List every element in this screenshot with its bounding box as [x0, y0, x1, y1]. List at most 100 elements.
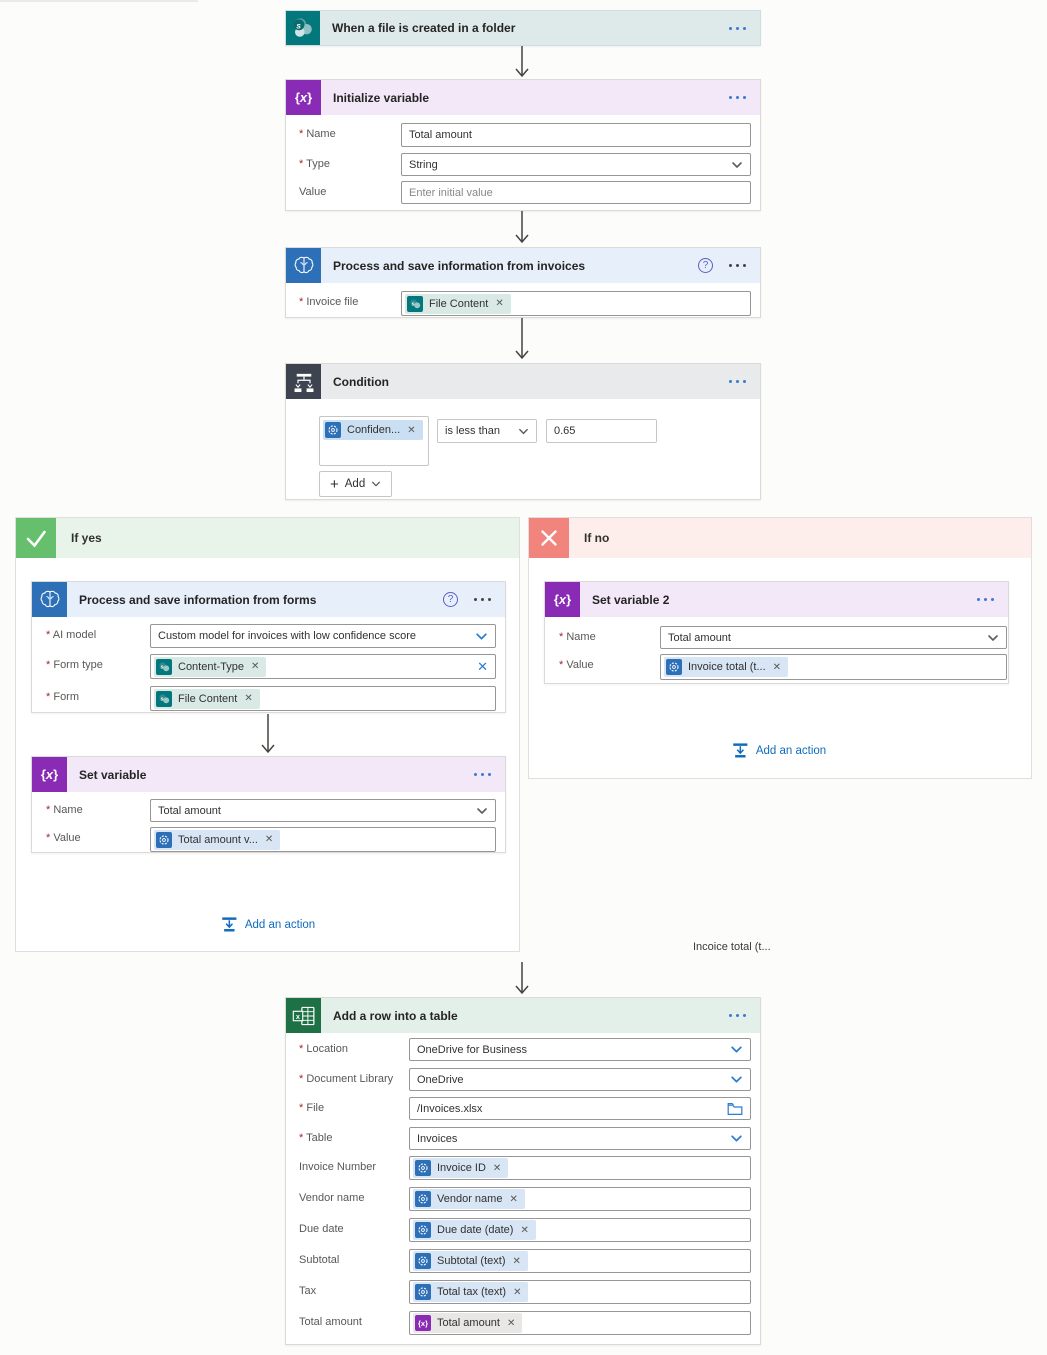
remove-token-icon[interactable]: ✕ [264, 834, 274, 845]
token-chip-file-content[interactable]: File Content ✕ [154, 688, 260, 709]
ai-token-icon [415, 1253, 431, 1269]
more-menu-icon[interactable] [729, 1014, 746, 1017]
add-action-icon [221, 916, 238, 933]
ai-token-icon [415, 1191, 431, 1207]
condition-add-button[interactable]: + Add [319, 471, 393, 497]
total-amount-input[interactable]: {x} Total amount ✕ [409, 1311, 751, 1335]
token-chip-due-date[interactable]: Due date (date) ✕ [413, 1220, 536, 1240]
divider-line [0, 0, 198, 2]
trigger-card-when-file-created[interactable]: When a file is created in a folder [285, 10, 761, 46]
remove-token-icon[interactable]: ✕ [509, 1193, 518, 1205]
variable-icon: {x} [545, 582, 580, 617]
more-menu-icon[interactable] [977, 598, 994, 601]
more-menu-icon[interactable] [729, 380, 746, 383]
action-card-add-row-into-table[interactable]: Add a row into a table Location OneDrive… [285, 997, 761, 1345]
remove-token-icon[interactable]: ✕ [520, 1224, 529, 1236]
connector-arrow [261, 714, 275, 754]
action-title: Set variable 2 [592, 592, 670, 607]
action-card-set-variable[interactable]: {x} Set variable Name Total amount Value… [31, 756, 506, 853]
chevron-down-icon [371, 479, 381, 489]
form-type-input[interactable]: Content-Type ✕ ✕ [150, 654, 496, 679]
tax-label: Tax [299, 1285, 317, 1297]
action-card-process-forms[interactable]: Process and save information from forms … [31, 581, 506, 713]
set-variable2-name-dropdown[interactable]: Total amount [660, 626, 1007, 649]
token-chip-content-type[interactable]: Content-Type ✕ [154, 656, 267, 677]
token-chip-subtotal[interactable]: Subtotal (text) ✕ [413, 1251, 528, 1271]
condition-value-input[interactable]: 0.65 [546, 419, 657, 443]
token-chip-total-tax[interactable]: Total tax (text) ✕ [413, 1282, 529, 1302]
ai-token-icon [415, 1284, 431, 1300]
help-icon[interactable]: ? [698, 258, 713, 273]
invoice-file-input[interactable]: File Content ✕ [401, 291, 751, 316]
ai-builder-icon [32, 582, 67, 617]
tax-input[interactable]: Total tax (text) ✕ [409, 1280, 751, 1304]
more-menu-icon[interactable] [729, 26, 746, 30]
add-action-icon [732, 742, 749, 759]
remove-token-icon[interactable]: ✕ [772, 661, 782, 673]
name-label: Name [559, 631, 595, 643]
document-library-label: Document Library [299, 1073, 393, 1085]
remove-token-icon[interactable]: ✕ [407, 424, 416, 436]
ai-model-label: AI model [46, 629, 96, 641]
token-chip-total-amount-value[interactable]: Total amount v... ✕ [154, 829, 281, 850]
invoice-file-label: Invoice file [299, 296, 358, 308]
token-chip-total-amount-variable[interactable]: {x} Total amount ✕ [413, 1313, 523, 1333]
due-date-input[interactable]: Due date (date) ✕ [409, 1218, 751, 1242]
ai-model-dropdown[interactable]: Custom model for invoices with low confi… [150, 624, 496, 648]
help-icon[interactable]: ? [443, 592, 458, 607]
vendor-name-input[interactable]: Vendor name ✕ [409, 1187, 751, 1211]
clear-field-icon[interactable]: ✕ [477, 658, 488, 674]
due-date-label: Due date [299, 1223, 344, 1235]
remove-token-icon[interactable]: ✕ [244, 693, 253, 704]
more-menu-icon[interactable] [474, 598, 491, 601]
action-card-set-variable-2[interactable]: {x} Set variable 2 Name Total amount Val… [544, 581, 1009, 684]
condition-card[interactable]: Condition Confiden... ✕ is less than 0.6… [285, 363, 761, 500]
table-dropdown[interactable]: Invoices [409, 1127, 751, 1150]
more-menu-icon[interactable] [729, 96, 746, 99]
variable-type-dropdown[interactable]: String [401, 153, 751, 176]
invoice-number-input[interactable]: Invoice ID ✕ [409, 1156, 751, 1180]
location-dropdown[interactable]: OneDrive for Business [409, 1038, 751, 1061]
variable-icon: {x} [286, 80, 321, 115]
variable-name-input[interactable]: Total amount [401, 123, 751, 147]
add-an-action-button[interactable]: Add an action [732, 742, 826, 759]
trigger-title: When a file is created in a folder [332, 21, 516, 35]
remove-token-icon[interactable]: ✕ [506, 1317, 516, 1329]
token-chip-file-content[interactable]: File Content ✕ [405, 293, 511, 314]
form-input[interactable]: File Content ✕ [150, 686, 496, 711]
more-menu-icon[interactable] [474, 773, 491, 776]
condition-operator-dropdown[interactable]: is less than [437, 419, 537, 443]
token-chip-invoice-id[interactable]: Invoice ID ✕ [413, 1158, 509, 1178]
floating-token-text: Incoice total (t... [693, 941, 771, 953]
remove-token-icon[interactable]: ✕ [513, 1286, 522, 1298]
action-card-initialize-variable[interactable]: {x} Initialize variable Name Total amoun… [285, 79, 761, 211]
action-title: Add a row into a table [333, 1008, 458, 1023]
token-chip-invoice-total[interactable]: Invoice total (t... ✕ [664, 657, 789, 677]
action-card-process-invoices[interactable]: Process and save information from invoic… [285, 247, 761, 318]
total-amount-label: Total amount [299, 1316, 362, 1328]
token-chip-confidence[interactable]: Confiden... ✕ [323, 420, 423, 440]
action-title: Process and save information from invoic… [333, 258, 586, 273]
document-library-dropdown[interactable]: OneDrive [409, 1068, 751, 1091]
set-variable2-value-input[interactable]: Invoice total (t... ✕ [660, 654, 1007, 680]
remove-token-icon[interactable]: ✕ [512, 1255, 521, 1267]
file-input[interactable]: /Invoices.xlsx [409, 1097, 751, 1120]
subtotal-input[interactable]: Subtotal (text) ✕ [409, 1249, 751, 1273]
folder-picker-icon[interactable] [727, 1102, 743, 1116]
value-label: Value [299, 186, 327, 198]
set-variable-value-input[interactable]: Total amount v... ✕ [150, 827, 496, 852]
add-an-action-button[interactable]: Add an action [221, 916, 315, 933]
chevron-down-icon [731, 159, 743, 171]
name-label: Name [299, 128, 335, 140]
set-variable-name-dropdown[interactable]: Total amount [150, 799, 496, 822]
variable-value-input[interactable]: Enter initial value [401, 181, 751, 204]
ai-token-icon [415, 1222, 431, 1238]
remove-token-icon[interactable]: ✕ [495, 298, 504, 309]
remove-token-icon[interactable]: ✕ [251, 661, 260, 672]
token-chip-vendor-name[interactable]: Vendor name ✕ [413, 1189, 525, 1209]
remove-token-icon[interactable]: ✕ [492, 1162, 502, 1174]
chevron-down-icon [730, 1132, 743, 1145]
if-yes-branch: If yes Process and save information from… [15, 517, 520, 952]
more-menu-icon[interactable] [729, 264, 746, 267]
condition-operand-box[interactable]: Confiden... ✕ [319, 416, 429, 466]
